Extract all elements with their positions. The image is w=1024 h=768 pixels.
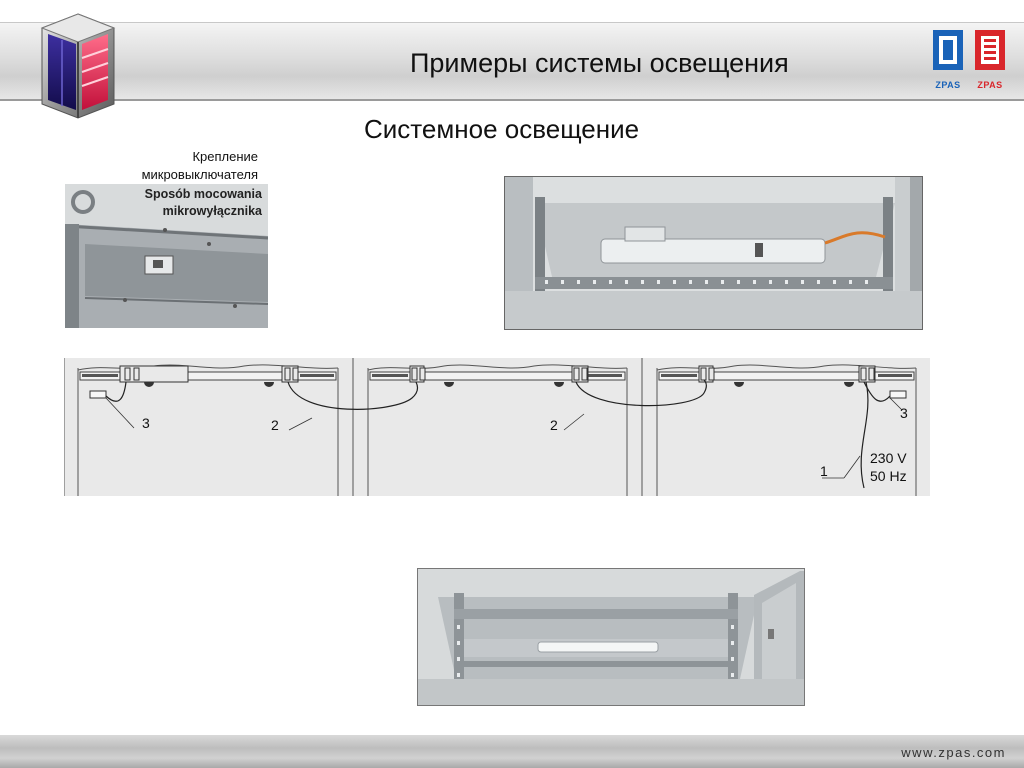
frequency-line: 50 Hz [870,468,907,484]
header-band [0,22,1024,101]
voltage-line: 230 V [870,450,907,466]
brand-logo-label: ZPAS [935,80,961,90]
brand-logos: ZPAS ZPAS [930,28,1012,90]
label-power-cable: 1 [820,463,828,479]
footer-url[interactable]: www.zpas.com [901,745,1006,760]
caption-line: Крепление [192,149,258,164]
label-switch-right: 3 [900,405,908,421]
label-cable-right: 2 [550,417,558,433]
label-switch-left: 3 [142,415,150,431]
cabinet-open-door-photo [417,568,805,706]
page-title: Примеры системы освещения [410,48,789,78]
zpas-blue-logo-icon: ZPAS [930,28,966,90]
footer-band [0,735,1024,768]
zpas-red-logo-icon: ZPAS [972,28,1008,90]
microswitch-mount-photo: Sposób mocowania mikrowyłącznika [65,184,268,328]
photo-caption: Крепление микровыключателя [100,148,258,184]
cabinet-lamp-photo [504,176,923,330]
overlay-line: mikrowyłącznika [162,204,262,218]
brand-logo-label: ZPAS [977,80,1003,90]
wiring-diagram: 3 2 2 3 1 [63,358,930,496]
caption-line: микровыключателя [141,167,258,182]
photo-overlay-text: Sposób mocowania mikrowyłącznika [145,186,262,220]
voltage-label: 230 V 50 Hz [870,449,907,485]
label-cable-left: 2 [271,417,279,433]
cube-logo-icon [38,12,118,120]
overlay-line: Sposób mocowania [144,187,262,201]
section-subtitle: Системное освещение [364,114,640,144]
